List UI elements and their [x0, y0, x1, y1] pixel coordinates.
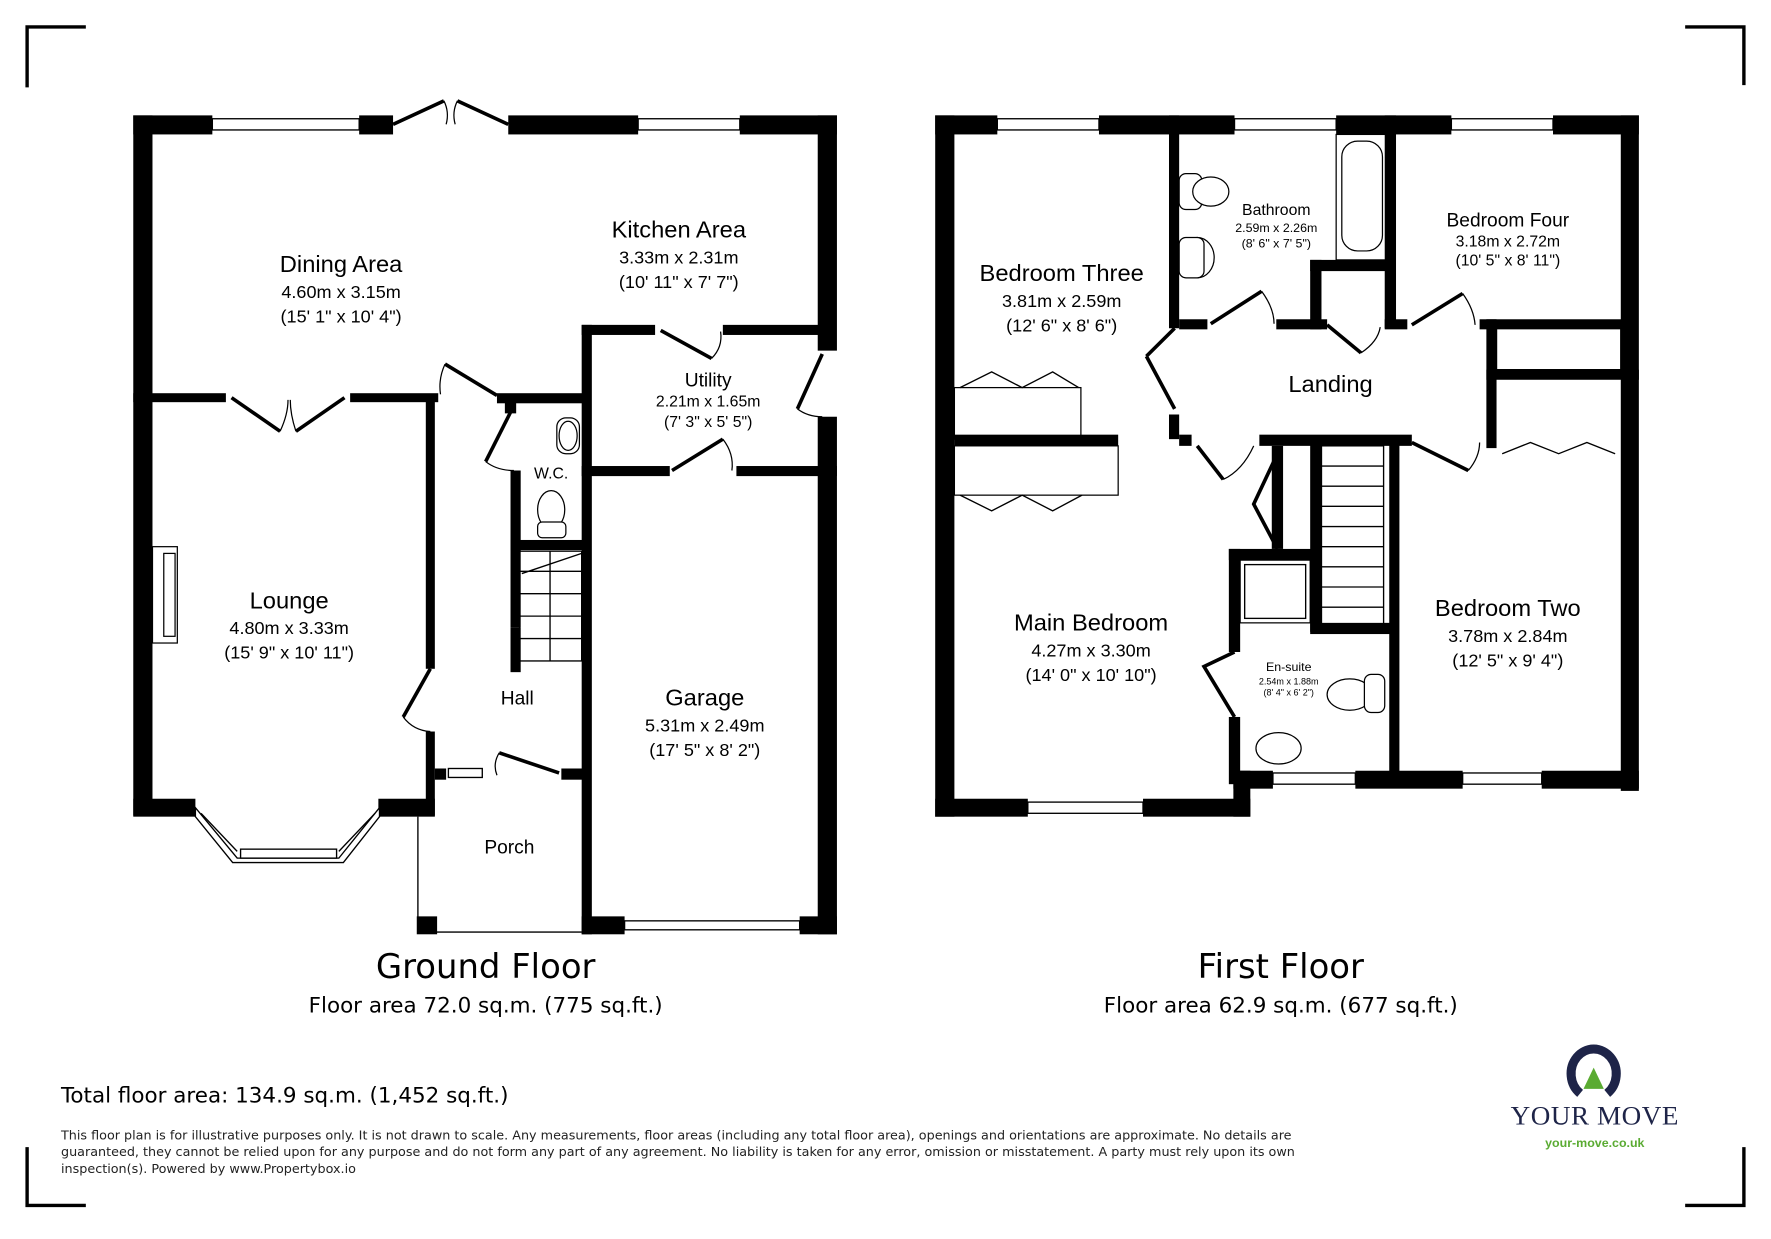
first-floor-plan	[935, 115, 1639, 817]
room-name-bathroom: Bathroom	[1242, 202, 1310, 219]
room-metric-bedroom-two: 3.78m x 2.84m	[1448, 626, 1567, 646]
room-imperial-lounge: (15' 9" x 10' 11")	[224, 643, 354, 663]
room-metric-ensuite: 2.54m x 1.88m	[1259, 677, 1319, 687]
first-floor-title: First Floor	[1198, 947, 1364, 986]
room-name-dining: Dining Area	[280, 252, 403, 278]
room-name-garage: Garage	[665, 686, 744, 712]
room-imperial-dining: (15' 1" x 10' 4")	[281, 307, 402, 327]
room-name-porch: Porch	[484, 838, 534, 859]
room-metric-utility: 2.21m x 1.65m	[656, 394, 761, 411]
room-name-main-bedroom: Main Bedroom	[1014, 611, 1168, 637]
ground-stairs	[518, 550, 583, 662]
room-name-bedroom-four: Bedroom Four	[1447, 210, 1570, 231]
room-name-ensuite: En-suite	[1266, 660, 1312, 674]
ground-floor-area: Floor area 72.0 sq.m. (775 sq.ft.)	[309, 994, 663, 1019]
room-name-bedroom-three: Bedroom Three	[980, 261, 1144, 287]
ground-floor-plan	[133, 99, 837, 935]
room-name-kitchen: Kitchen Area	[612, 218, 747, 244]
room-name-landing: Landing	[1288, 372, 1372, 398]
room-metric-main-bedroom: 4.27m x 3.30m	[1031, 641, 1150, 661]
room-name-wc: W.C.	[534, 465, 568, 482]
room-imperial-bedroom-three: (12' 6" x 8' 6")	[1006, 316, 1117, 336]
room-metric-dining: 4.60m x 3.15m	[281, 282, 400, 302]
your-move-logo: YOUR MOVE your-move.co.uk	[1511, 1044, 1679, 1150]
room-imperial-utility: (7' 3" x 5' 5")	[664, 414, 752, 431]
room-metric-bedroom-four: 3.18m x 2.72m	[1456, 234, 1561, 251]
room-metric-garage: 5.31m x 2.49m	[645, 716, 764, 736]
room-imperial-bedroom-two: (12' 5" x 9' 4")	[1452, 651, 1563, 671]
room-metric-lounge: 4.80m x 3.33m	[229, 618, 348, 638]
room-imperial-main-bedroom: (14' 0" x 10' 10")	[1025, 665, 1156, 685]
room-imperial-bedroom-four: (10' 5" x 8' 11")	[1455, 253, 1560, 270]
room-metric-bedroom-three: 3.81m x 2.59m	[1002, 291, 1121, 311]
room-imperial-ensuite: (8' 4" x 6' 2")	[1263, 688, 1313, 698]
disclaimer-line-3: inspection(s). Powered by www.Propertybo…	[61, 1161, 356, 1176]
room-imperial-garage: (17' 5" x 8' 2")	[649, 740, 760, 760]
ground-floor-title: Ground Floor	[376, 947, 596, 986]
room-name-hall: Hall	[501, 689, 534, 710]
ring-with-triangle-icon	[1566, 1044, 1621, 1097]
room-name-bedroom-two: Bedroom Two	[1435, 596, 1581, 622]
room-metric-bathroom: 2.59m x 2.26m	[1235, 221, 1317, 235]
room-imperial-kitchen: (10' 11" x 7' 7")	[619, 272, 739, 292]
total-floor-area: Total floor area: 134.9 sq.m. (1,452 sq.…	[60, 1083, 508, 1108]
first-stairs	[1320, 445, 1385, 626]
first-floor-area: Floor area 62.9 sq.m. (677 sq.ft.)	[1104, 994, 1458, 1019]
room-metric-kitchen: 3.33m x 2.31m	[619, 247, 738, 267]
brand-url[interactable]: your-move.co.uk	[1545, 1136, 1644, 1150]
disclaimer-line-1: This floor plan is for illustrative purp…	[60, 1127, 1292, 1142]
room-name-lounge: Lounge	[250, 588, 329, 614]
room-name-utility: Utility	[685, 371, 732, 392]
room-imperial-bathroom: (8' 6" x 7' 5")	[1242, 237, 1311, 251]
brand-name: YOUR MOVE	[1511, 1101, 1679, 1131]
crop-marks	[25, 25, 1746, 1208]
disclaimer-line-2: guaranteed, they cannot be relied upon f…	[61, 1144, 1295, 1159]
